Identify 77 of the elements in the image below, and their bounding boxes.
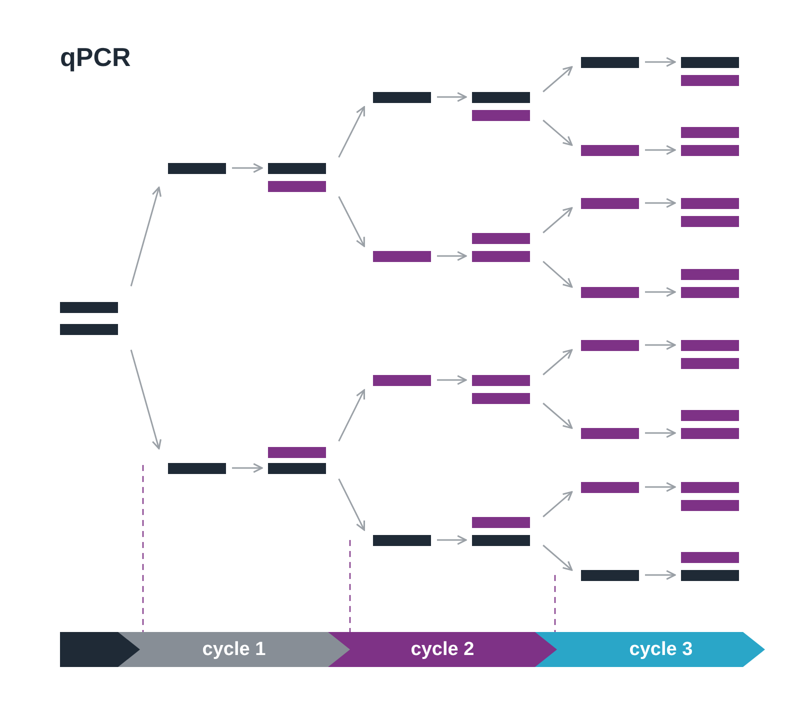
dna-strand [581,198,639,208]
dna-strand [581,56,639,68]
dna-strand [472,516,530,528]
dna-strand [472,250,530,262]
dna-strand [268,162,326,174]
arrow [542,544,573,571]
arrow [232,463,263,473]
dna-strand [581,482,639,492]
dna-strand [168,162,226,174]
dna-strand [60,324,118,334]
dna-strand [472,92,530,102]
dna-strand [681,340,739,350]
arrow [338,389,365,442]
arrow [338,196,365,247]
arrow [542,260,573,288]
dna-strand [681,268,739,280]
dna-strand [373,250,431,262]
dna-strand [681,482,739,492]
cycle-segment: cycle 1 [118,632,328,667]
dna-strand [472,110,530,120]
dna-strand [373,374,431,386]
arrow [232,163,263,173]
arrow [542,491,573,518]
arrow [542,120,573,146]
arrow [645,428,676,438]
dna-strand [681,126,739,138]
arrow [130,186,162,286]
dna-strand [581,340,639,350]
dna-strand [681,500,739,510]
arrow [645,570,676,580]
dna-strand [268,462,326,474]
arrow [542,207,573,234]
arrow [130,350,162,450]
dna-strand [681,428,739,438]
dna-strand [373,534,431,546]
dna-strand [681,216,739,226]
dna-strand [268,446,326,458]
dna-strand [581,286,639,298]
dna-strand [581,570,639,580]
dna-strand [60,302,118,312]
arrow [645,57,676,67]
dna-strand [472,392,530,404]
start-segment [60,632,118,667]
dna-strand [472,232,530,244]
arrow [645,145,676,155]
dna-strand [472,534,530,546]
dna-strand [681,358,739,368]
arrow [645,482,676,492]
arrow [437,251,467,261]
dna-strand [681,198,739,208]
dna-strand [268,180,326,192]
dna-strand [681,144,739,156]
cycle-segment: cycle 3 [535,632,765,667]
dna-strand [681,410,739,420]
arrow [542,402,573,429]
cycle-segment: cycle 2 [328,632,535,667]
dna-strand [373,92,431,102]
dna-strand [681,74,739,86]
dna-strand [581,144,639,156]
arrow [437,375,467,385]
dna-strand [472,374,530,386]
arrow [338,106,365,158]
dna-strand [681,286,739,298]
arrow [542,66,573,92]
dna-strand [581,428,639,438]
dna-strand [681,570,739,580]
title: qPCR [60,42,131,73]
arrow [645,287,676,297]
arrow [437,92,467,102]
dna-strand [168,462,226,474]
arrow [645,198,676,208]
arrow [542,349,573,376]
arrow [645,340,676,350]
dna-strand [681,56,739,68]
dna-strand [681,552,739,562]
arrow [338,478,365,531]
arrow [437,535,467,545]
